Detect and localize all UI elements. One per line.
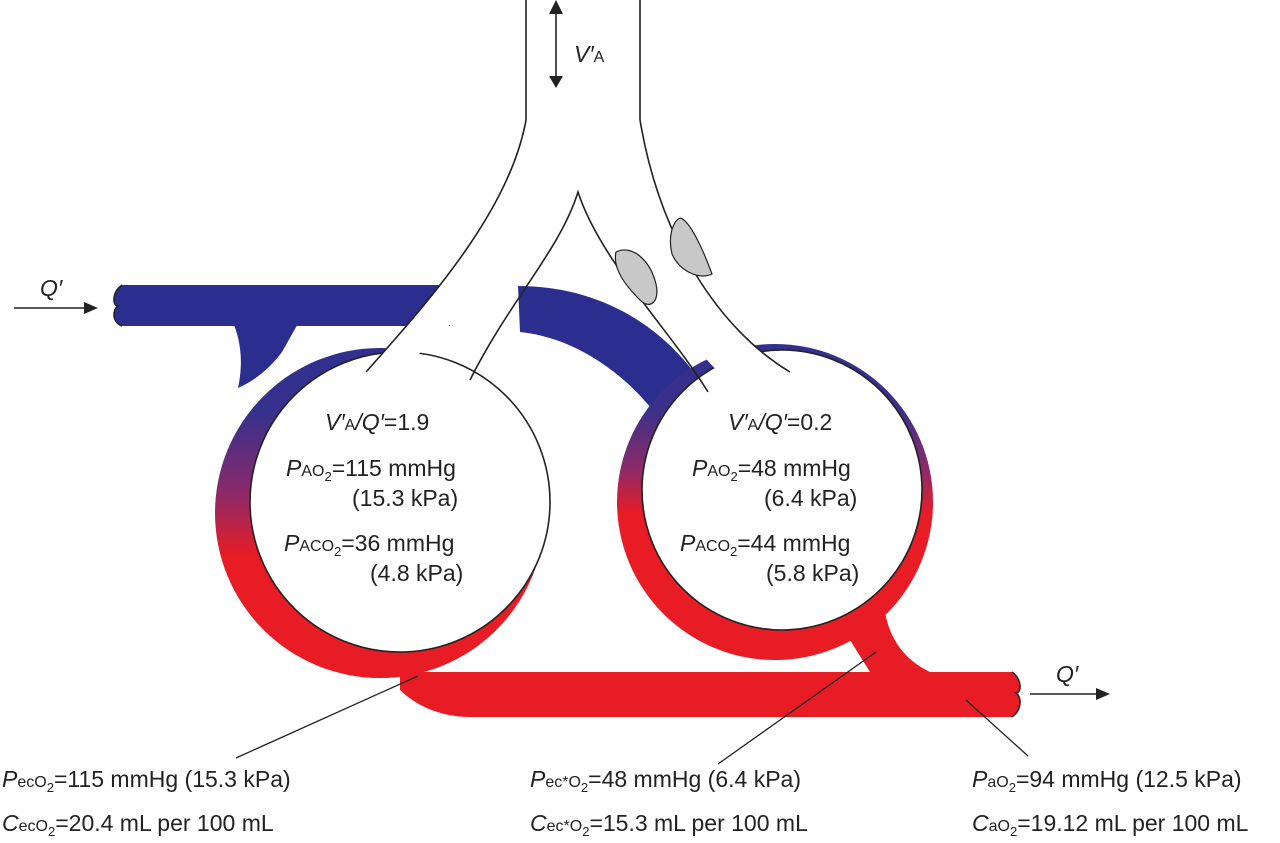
alveolus-low-paco2: PACO2=44 mmHg bbox=[680, 530, 850, 559]
airway-inner-wall bbox=[469, 189, 709, 393]
alveolus-high-pao2-kpa: (15.3 kPa) bbox=[352, 485, 458, 511]
airway-outer-left-wall bbox=[365, 0, 527, 373]
ventilation-label: V′A bbox=[574, 41, 605, 67]
ventilation-arrow-head-down bbox=[549, 76, 563, 88]
airway bbox=[366, 0, 790, 372]
venous-inflow-end-cap bbox=[113, 284, 123, 327]
mucus-plug-2 bbox=[669, 217, 713, 277]
ventilation-arrow-head-up bbox=[549, 0, 563, 14]
venous-inflow-vessel bbox=[122, 285, 450, 326]
leader-line-low bbox=[717, 651, 877, 765]
capillary-high-po2: PecO2=115 mmHg (15.3 kPa) bbox=[2, 766, 291, 795]
alveolus-high-ratio: V′A/Q′=1.9 bbox=[325, 409, 429, 435]
alveolus-low-pao2-kpa: (6.4 kPa) bbox=[764, 485, 857, 511]
venous-bridge-vessel bbox=[518, 286, 696, 420]
flow-out-arrow bbox=[1096, 688, 1110, 700]
alveolus-low-paco2-kpa: (5.8 kPa) bbox=[766, 560, 859, 586]
arterial-outflow-end-cap bbox=[1011, 671, 1021, 718]
leader-line-high bbox=[235, 675, 419, 759]
alveolus-high-paco2: PACO2=36 mmHg bbox=[284, 530, 454, 559]
capillary-low-co2: Cec*O2=15.3 mL per 100 mL bbox=[530, 810, 808, 839]
alveolus-low-ratio: V′A/Q′=0.2 bbox=[728, 409, 832, 435]
arterial-po2: PaO2=94 mmHg (12.5 kPa) bbox=[972, 766, 1242, 795]
mucus-plug-1 bbox=[614, 249, 658, 305]
alveolus-high-pao2: PAO2=115 mmHg bbox=[286, 455, 456, 484]
arterial-co2: CaO2=19.12 mL per 100 mL bbox=[972, 810, 1249, 839]
capillary-high-co2: CecO2=20.4 mL per 100 mL bbox=[2, 810, 274, 839]
capillary-low-po2: Pec*O2=48 mmHg (6.4 kPa) bbox=[530, 766, 801, 795]
alveolus-low-pao2: PAO2=48 mmHg bbox=[692, 455, 851, 484]
alveolus-high-paco2-kpa: (4.8 kPa) bbox=[370, 560, 463, 586]
flow-in-arrow bbox=[84, 302, 98, 314]
alveolus-low-space bbox=[641, 349, 923, 631]
flow-out-label: Q′ bbox=[1056, 661, 1079, 687]
venous-branch-left bbox=[232, 320, 300, 388]
flow-in-label: Q′ bbox=[40, 275, 63, 301]
leader-line-arterial bbox=[965, 699, 1029, 757]
arterial-outflow-vessel bbox=[400, 672, 1012, 717]
